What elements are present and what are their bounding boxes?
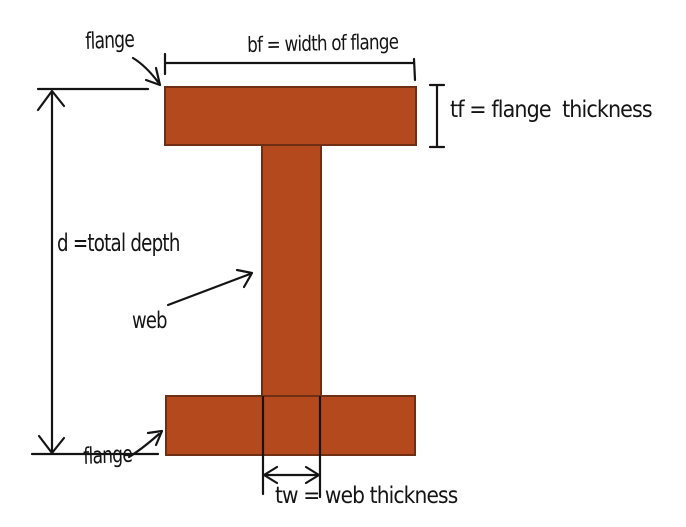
label-d-total-depth: d =total depth — [57, 229, 180, 257]
annotation-strokes — [30, 52, 446, 499]
label-web: web — [132, 308, 168, 334]
d-arrowhead-down-icon — [37, 434, 66, 455]
label-flange-top: flange — [84, 26, 135, 55]
flange-bottom-arrow-line — [127, 432, 161, 459]
label-tw-web-thickness: tw = web thickness — [275, 483, 458, 509]
flange-top-arrow — [131, 56, 162, 87]
bf-dimension-line — [163, 52, 417, 82]
flange-bottom-arrow — [127, 429, 164, 459]
web-arrowhead-icon — [235, 268, 254, 289]
bottom-flange-rect — [165, 395, 416, 456]
label-tf-flange-thickness: tf = flange thickness — [450, 97, 653, 123]
flange-top-arrow-line — [131, 56, 160, 84]
flange-bottom-arrowhead-icon — [146, 429, 164, 447]
web-rect — [261, 144, 322, 397]
tf-bracket — [428, 83, 446, 149]
top-flange-rect — [164, 86, 417, 146]
label-flange-bottom: flange — [82, 441, 133, 470]
web-arrow — [166, 268, 254, 307]
tw-dimension-line — [261, 395, 322, 499]
i-beam — [164, 86, 417, 456]
d-dimension-line — [30, 87, 160, 456]
tw-arrowhead-left-icon — [262, 465, 279, 485]
flange-top-arrowhead-icon — [144, 66, 162, 87]
web-arrow-line — [166, 272, 252, 307]
bf-right-tick — [412, 57, 417, 82]
tw-arrowhead-right-icon — [304, 465, 321, 485]
d-arrowhead-up-icon — [36, 89, 66, 112]
label-bf-width-of-flange: bf = width of flange — [246, 29, 399, 57]
